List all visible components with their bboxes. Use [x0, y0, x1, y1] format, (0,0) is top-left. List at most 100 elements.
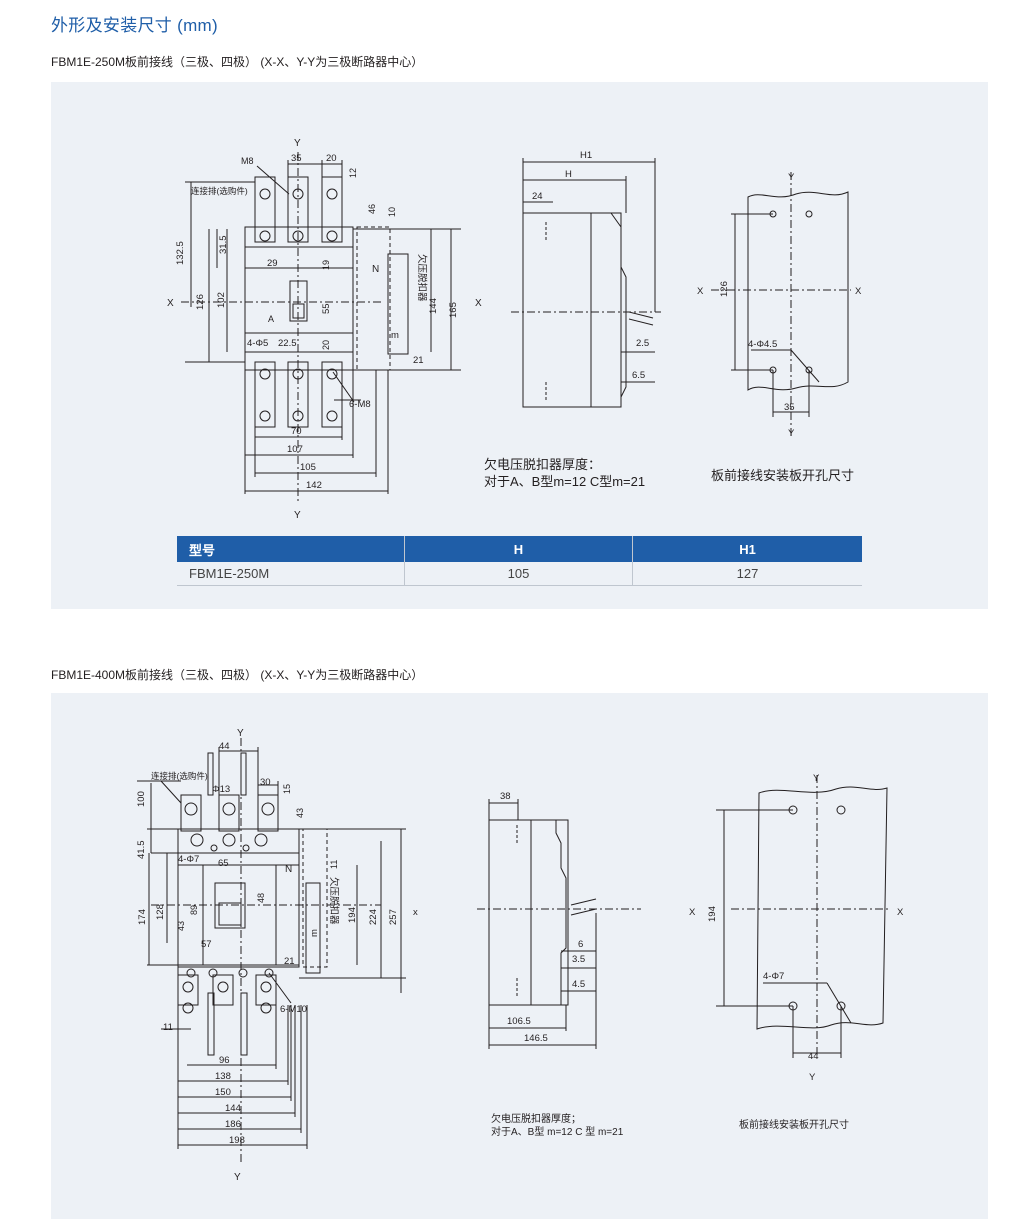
svg-text:257: 257: [388, 909, 399, 925]
svg-text:4-Φ7: 4-Φ7: [763, 971, 784, 982]
col-header-h: H: [404, 536, 633, 562]
svg-text:21: 21: [284, 956, 295, 967]
cell-model: FBM1E-250M: [177, 562, 405, 586]
cutout-plate-400m: [756, 786, 888, 1030]
cutout-caption-400m: 板前接线安装板开孔尺寸: [739, 1120, 849, 1131]
col-header-h1: H1: [632, 536, 862, 562]
svg-text:15: 15: [282, 784, 292, 794]
svg-text:38: 38: [500, 791, 511, 802]
svg-text:29: 29: [267, 258, 278, 269]
svg-text:106.5: 106.5: [507, 1016, 531, 1027]
svg-text:4-Φ5: 4-Φ5: [247, 338, 268, 349]
cutout-plate-250m: [747, 191, 849, 391]
drawing-panel-400m: Y Y 连接排(选购件) Φ13 44 30 15 43 100 41.5 4-…: [51, 693, 988, 1219]
svg-text:4-Φ4.5: 4-Φ4.5: [748, 339, 777, 350]
svg-text:19: 19: [321, 260, 331, 270]
svg-text:144: 144: [225, 1103, 241, 1114]
svg-text:21: 21: [413, 355, 424, 366]
svg-text:194: 194: [707, 906, 718, 922]
svg-text:198: 198: [229, 1135, 245, 1146]
cell-h: 105: [404, 562, 633, 586]
svg-text:m: m: [309, 929, 320, 937]
section-heading-400m: FBM1E-400M板前接线（三极、四极） (X-X、Y-Y为三极断路器中心）: [51, 668, 424, 682]
drawing-panel-250m: Y Y X X M8 连接排(选购件) 35 20 12 46 10 132.5…: [51, 82, 988, 609]
drawing-400m: Y Y 连接排(选购件) Φ13 44 30 15 43 100 41.5 4-…: [136, 728, 904, 1183]
svg-text:X: X: [475, 298, 482, 309]
svg-text:65: 65: [218, 858, 229, 869]
svg-text:X: X: [855, 286, 862, 297]
svg-text:4-Φ7: 4-Φ7: [178, 854, 199, 865]
svg-text:10: 10: [387, 207, 397, 217]
svg-text:X: X: [167, 298, 174, 309]
svg-text:46: 46: [367, 204, 377, 214]
svg-text:186: 186: [225, 1119, 241, 1130]
svg-text:41.5: 41.5: [136, 841, 147, 860]
svg-text:132.5: 132.5: [175, 241, 186, 265]
svg-text:96: 96: [219, 1055, 230, 1066]
svg-text:x: x: [413, 907, 418, 918]
svg-text:100: 100: [136, 791, 147, 807]
svg-text:126: 126: [719, 281, 730, 297]
svg-text:Y: Y: [788, 172, 795, 183]
svg-text:6-M8: 6-M8: [349, 399, 371, 410]
svg-text:Φ13: Φ13: [212, 784, 230, 795]
svg-text:55: 55: [321, 303, 332, 314]
svg-text:Y: Y: [234, 1172, 241, 1183]
svg-text:Y: Y: [813, 773, 820, 784]
table-row: FBM1E-250M 105 127: [177, 562, 862, 586]
svg-text:Y: Y: [237, 728, 244, 739]
breaker-body-250m: [244, 226, 354, 371]
svg-text:102: 102: [216, 292, 227, 308]
svg-text:44: 44: [808, 1051, 819, 1062]
svg-text:H: H: [565, 169, 572, 180]
svg-text:m: m: [391, 330, 399, 341]
svg-text:43: 43: [176, 921, 186, 931]
cutout-caption-250m: 板前接线安装板开孔尺寸: [711, 468, 855, 483]
svg-text:4.5: 4.5: [572, 979, 585, 990]
svg-text:20: 20: [326, 153, 337, 164]
svg-text:X: X: [689, 907, 696, 918]
breaker-side-250m: [522, 212, 622, 408]
svg-text:107: 107: [287, 444, 303, 455]
svg-text:X: X: [697, 286, 704, 297]
svg-text:6.5: 6.5: [632, 370, 645, 381]
svg-text:30: 30: [260, 777, 271, 788]
breaker-side-400m: [488, 819, 569, 1006]
svg-text:138: 138: [215, 1071, 231, 1082]
svg-text:174: 174: [137, 909, 148, 925]
svg-text:224: 224: [368, 909, 379, 925]
svg-text:Y: Y: [788, 428, 795, 439]
svg-text:欠压脱扣器: 欠压脱扣器: [328, 877, 340, 925]
svg-text:M8: M8: [241, 156, 254, 166]
svg-text:35: 35: [291, 153, 302, 164]
spec-table-250m: 型号 H H1 FBM1E-250M 105 127: [177, 536, 862, 586]
svg-text:12: 12: [348, 168, 358, 178]
svg-text:142: 142: [306, 480, 322, 491]
svg-text:20: 20: [321, 340, 331, 350]
svg-text:连接排(选购件): 连接排(选购件): [191, 186, 248, 196]
svg-text:22.5: 22.5: [278, 338, 297, 349]
svg-text:Y: Y: [809, 1072, 816, 1083]
svg-text:N: N: [372, 264, 379, 275]
svg-text:H1: H1: [580, 150, 592, 161]
uvt-thickness-note-250m: 欠电压脱扣器厚度： 对于A、B型m=12 C型m=21: [484, 457, 646, 489]
svg-text:31.5: 31.5: [218, 236, 229, 255]
svg-text:70: 70: [291, 426, 302, 437]
svg-text:89: 89: [189, 905, 199, 915]
breaker-body-400m: [177, 828, 300, 968]
svg-text:194: 194: [347, 907, 358, 923]
svg-text:11: 11: [163, 1022, 173, 1033]
svg-text:48: 48: [256, 893, 266, 903]
col-header-model: 型号: [177, 536, 405, 562]
uvt-thickness-note-400m: 欠电压脱扣器厚度； 对于A、B型 m=12 C 型 m=21: [491, 1114, 624, 1138]
svg-text:3.5: 3.5: [572, 954, 585, 965]
svg-text:11: 11: [329, 860, 339, 869]
svg-text:6: 6: [578, 939, 583, 950]
svg-text:44: 44: [219, 741, 230, 752]
svg-text:35: 35: [784, 402, 795, 413]
svg-text:欠压脱扣器: 欠压脱扣器: [416, 254, 428, 302]
cell-h1: 127: [632, 562, 862, 586]
svg-text:2.5: 2.5: [636, 338, 649, 349]
svg-text:165: 165: [448, 302, 459, 318]
svg-text:57: 57: [201, 939, 212, 950]
